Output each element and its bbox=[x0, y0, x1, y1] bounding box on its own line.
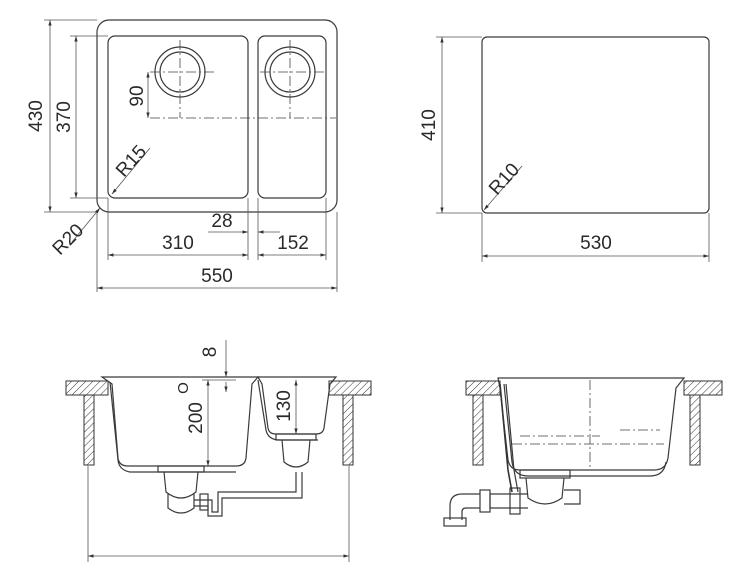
top-view-double-bowl: 430 370 90 R15 R20 310 28 152 bbox=[26, 19, 338, 292]
countertop-left bbox=[65, 380, 109, 396]
cabinet-wall-right bbox=[342, 394, 354, 466]
dim-overall-width: 550 bbox=[201, 266, 233, 287]
dim-corner-inner: R15 bbox=[112, 141, 151, 181]
dim-single-corner: R10 bbox=[485, 159, 524, 199]
dim-drain-offset: 90 bbox=[127, 85, 148, 106]
single-bowl-outline bbox=[481, 36, 710, 214]
countertop-left-2 bbox=[465, 380, 501, 396]
dim-corner-outer: R20 bbox=[49, 220, 88, 259]
big-bowl-outline bbox=[107, 35, 249, 199]
countertop-right-2 bbox=[683, 380, 723, 396]
cabinet-wall-left-2 bbox=[472, 394, 484, 466]
small-bowl-outline bbox=[257, 35, 327, 199]
dim-small-depth: 130 bbox=[274, 390, 295, 422]
dim-rim-offset: 8 bbox=[200, 347, 221, 358]
dim-single-height: 410 bbox=[419, 109, 440, 141]
dim-big-bowl-width: 310 bbox=[162, 233, 194, 254]
dim-big-depth: 200 bbox=[186, 402, 207, 434]
dim-overall-height: 430 bbox=[26, 100, 47, 132]
dim-small-bowl-width: 152 bbox=[277, 233, 309, 254]
dim-single-width: 530 bbox=[580, 233, 612, 254]
top-view-single-bowl: 410 R10 530 bbox=[419, 36, 710, 262]
cabinet-wall-left bbox=[83, 394, 95, 466]
dim-divider-width: 28 bbox=[211, 211, 232, 232]
section-single-bowl bbox=[443, 377, 723, 527]
dim-inner-height: 370 bbox=[54, 101, 75, 133]
countertop-right bbox=[328, 380, 372, 396]
outer-rim bbox=[96, 19, 338, 213]
dim-big-depth-symbol: O bbox=[175, 382, 192, 394]
cabinet-wall-right-2 bbox=[689, 394, 701, 466]
section-double-bowl: 8 200 O 130 bbox=[65, 340, 372, 562]
